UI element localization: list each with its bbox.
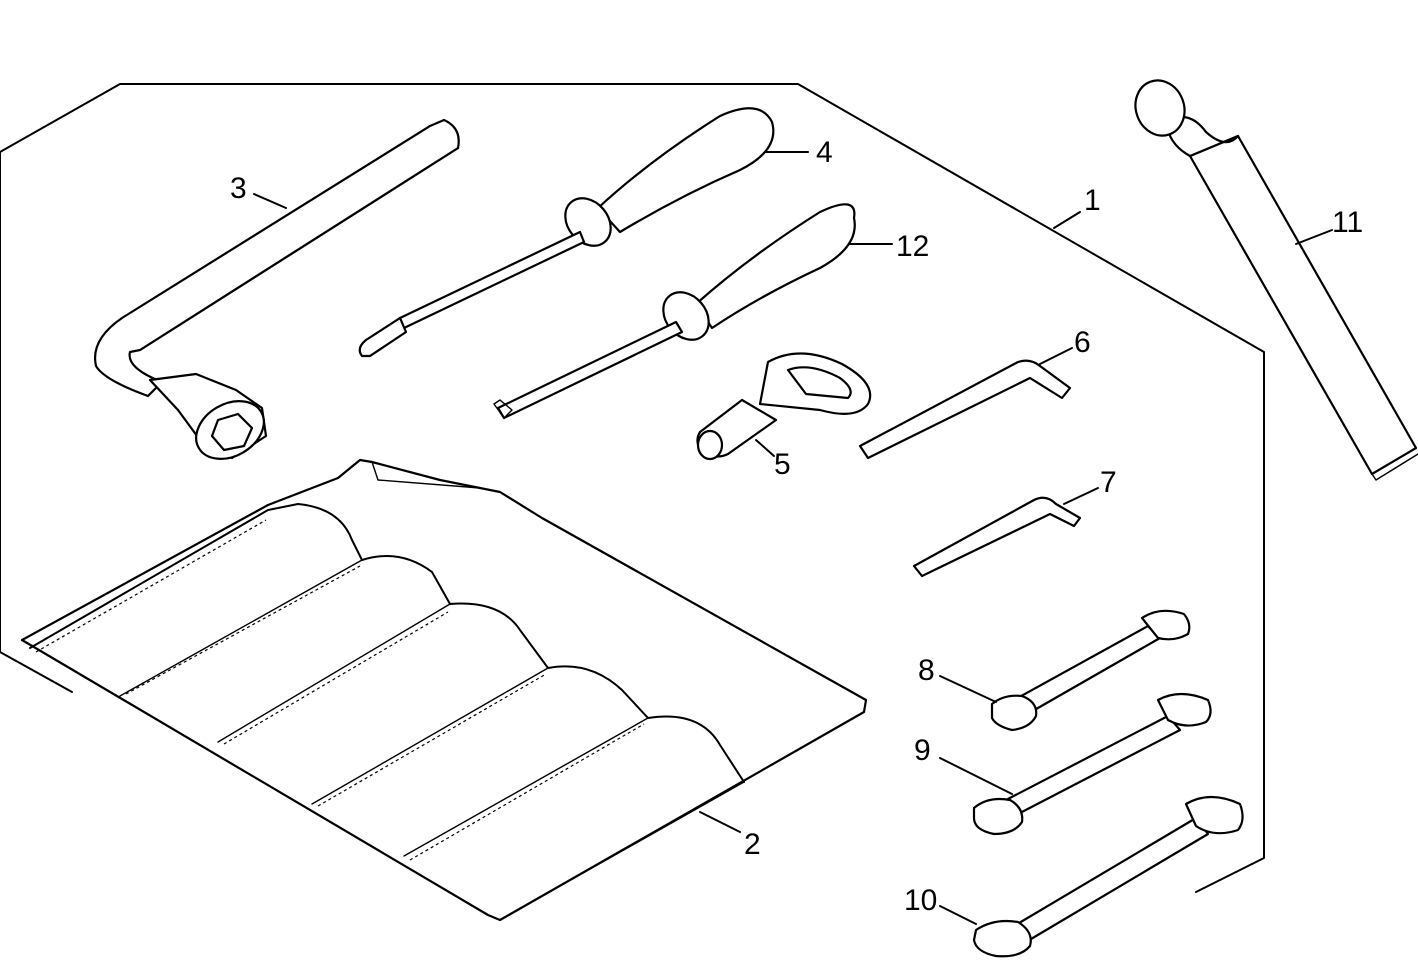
callout-labels: 1 2 3 4 5 6 7 8 9 10 11 12 [230,136,1363,917]
leader-5 [755,439,775,457]
leader-6 [1039,347,1073,365]
extension-tube [1134,79,1418,481]
allen-key-small [912,496,1082,578]
callout-6: 6 [1074,326,1091,359]
open-end-wrench-9 [972,692,1212,836]
open-end-wrench-8 [990,609,1191,732]
callout-2: 2 [744,828,761,861]
callout-11: 11 [1332,206,1363,239]
t-key [696,352,872,461]
callout-9: 9 [914,734,931,767]
callout-5: 5 [774,448,791,481]
leader-3 [253,193,287,209]
torx-screwdriver [493,203,856,420]
leader-8 [939,675,997,703]
callout-12: 12 [896,230,929,263]
socket-spanner [93,118,460,460]
leader-9 [939,757,1013,795]
leader-10 [939,905,977,925]
leader-2 [699,811,741,833]
open-end-wrench-10 [972,795,1244,958]
callout-3: 3 [230,172,247,205]
callout-10: 10 [904,884,937,917]
callout-4: 4 [816,136,833,169]
leader-7 [1063,487,1099,505]
leader-11 [1295,229,1333,245]
callout-8: 8 [918,654,935,687]
allen-key-large [858,359,1072,460]
kit-boundary-outline [0,83,1265,893]
callout-1: 1 [1084,184,1101,217]
leader-1 [1053,211,1081,229]
callout-leaders [253,151,1333,925]
tool-roll-pouch [20,458,868,922]
flat-screwdriver [358,107,775,358]
callout-7: 7 [1100,466,1117,499]
